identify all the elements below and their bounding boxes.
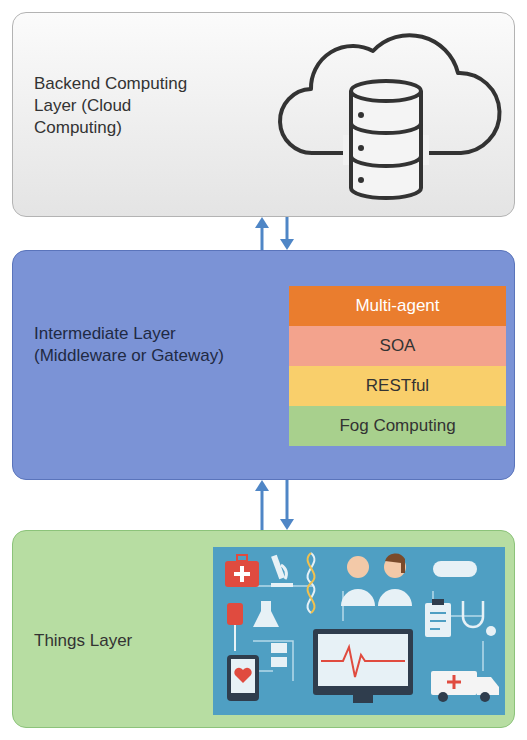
medical-iot-illustration [13, 531, 516, 729]
layer-box: Things Layer [12, 530, 515, 728]
flow-arrow [280, 217, 294, 250]
block-label: RESTful [366, 375, 429, 397]
layer-box: Intermediate Layer (Middleware or Gatewa… [12, 250, 515, 480]
layer-title: Things Layer [34, 630, 204, 652]
stack-block: Fog Computing [289, 406, 506, 446]
cloud-database-icon [13, 13, 516, 218]
layer-box: Backend Computing Layer (Cloud Computing… [12, 12, 515, 217]
stack-block: RESTful [289, 366, 506, 406]
flow-arrow [255, 217, 269, 250]
stack-block: SOA [289, 326, 506, 366]
layer-title: Intermediate Layer (Middleware or Gatewa… [34, 323, 224, 367]
block-label: Fog Computing [339, 415, 455, 437]
stack-block: Multi-agent [289, 286, 506, 326]
flow-arrow [255, 480, 269, 530]
flow-arrow [280, 480, 294, 530]
block-label: SOA [380, 335, 416, 357]
block-label: Multi-agent [355, 295, 439, 317]
layer-title: Backend Computing Layer (Cloud Computing… [34, 73, 209, 139]
